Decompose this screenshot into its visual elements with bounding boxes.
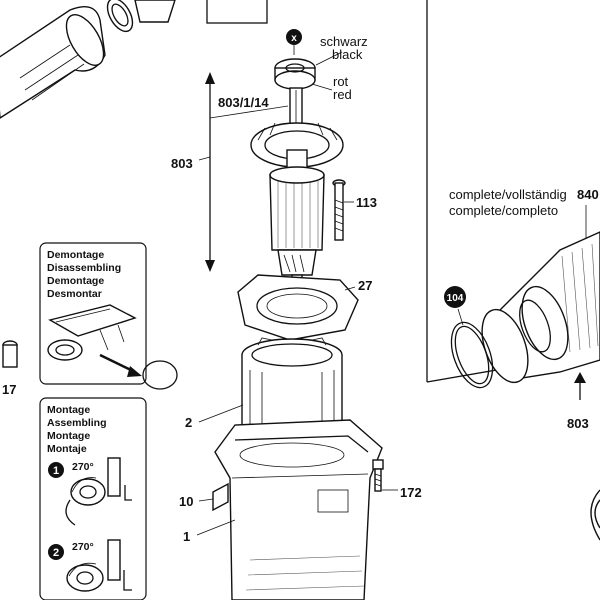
part-number-172: 172 (400, 485, 422, 500)
part-number-104: 104 (447, 293, 464, 304)
motor-housing-1 (196, 419, 383, 600)
part-number-840: 840 (577, 187, 599, 202)
plate-10 (198, 482, 229, 512)
montage-title-de: Montage (47, 404, 90, 416)
part-104-callout: 104 (444, 286, 466, 326)
screw-113 (332, 179, 354, 241)
part-number-17: 17 (2, 382, 16, 397)
field-stator-2 (198, 337, 343, 439)
montage-step1-angle: 270° (72, 461, 94, 473)
part-number-10: 10 (179, 494, 193, 509)
demontage-title-de: Demontage (47, 249, 104, 261)
bearing-marker: x (291, 33, 297, 44)
complete-label-line1: complete/vollständig (449, 187, 567, 202)
arrow-to-803 (574, 372, 586, 400)
part-number-27: 27 (358, 278, 372, 293)
part-number-803-right: 803 (567, 416, 589, 431)
screw-172 (372, 459, 398, 492)
montage-title-es: Montaje (47, 443, 87, 455)
part-number-1: 1 (183, 529, 190, 544)
handle-assembly (0, 0, 268, 119)
complete-label-line2: complete/completo (449, 203, 558, 218)
armature (250, 87, 344, 304)
part-number-803: 803 (171, 156, 193, 171)
bearing-top: x (274, 29, 343, 91)
demontage-title-en: Disassembling (47, 262, 121, 274)
montage-title-fr: Montage (47, 430, 90, 442)
demontage-panel: Demontage Disassembling Demontage Desmon… (39, 242, 178, 390)
tube-assembly (450, 231, 600, 389)
montage-step2-number: 2 (53, 547, 59, 559)
part-number-803-1-14: 803/1/14 (218, 95, 269, 110)
label-schwarz: schwarz (320, 34, 368, 49)
part-number-2: 2 (185, 415, 192, 430)
montage-title-en: Assembling (47, 417, 107, 429)
demontage-title-fr: Demontage (47, 275, 104, 287)
demontage-title-es: Desmontar (47, 288, 102, 300)
montage-panel: Montage Assembling Montage Montaje 1 270… (39, 397, 147, 600)
part-17-edge (2, 340, 18, 368)
montage-step2-angle: 270° (72, 541, 94, 553)
right-edge-ring (590, 489, 600, 541)
label-red: red (333, 87, 352, 102)
armature-bracket (198, 72, 289, 272)
montage-step1-number: 1 (53, 465, 59, 477)
part-number-113: 113 (356, 195, 377, 210)
label-rot: rot (333, 74, 349, 89)
gasket-27 (237, 274, 359, 341)
label-black: black (332, 47, 363, 62)
